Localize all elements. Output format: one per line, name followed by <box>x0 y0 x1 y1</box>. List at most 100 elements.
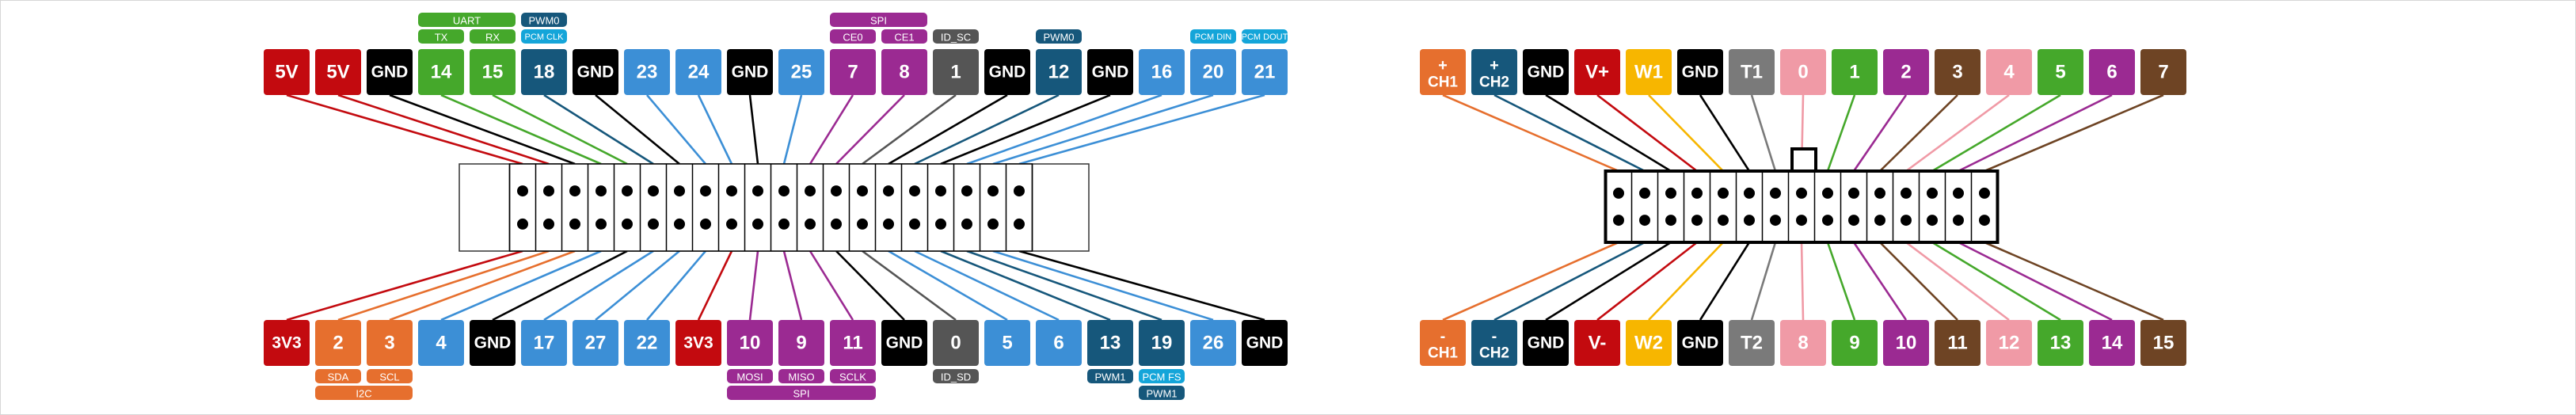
left_header-bottom-pin-box <box>470 320 516 366</box>
right_header-top-pin-label: V+ <box>1585 62 1609 83</box>
left_header-bottom-pin-label: 3V3 <box>683 334 713 352</box>
left_header-bottom-pin-box <box>984 320 1030 366</box>
left_header-top-function-tag <box>1036 29 1082 44</box>
left_header-top-pin-box <box>1087 49 1133 95</box>
right_header-bottom-pin-label: 12 <box>1999 333 2020 354</box>
left_header-bottom-function-tag-label: MOSI <box>736 371 763 383</box>
left_header-pin-hole <box>909 218 920 230</box>
left_header-pin-hole <box>909 185 920 197</box>
right_header-bottom-pin-label: CH1 <box>1428 345 1458 361</box>
left_header-top-wire <box>992 93 1214 166</box>
left_header-top-wire <box>914 93 1060 166</box>
right_header-top-wire <box>1545 93 1672 173</box>
left_header-bottom-function-tag-label: PWM1 <box>1095 371 1126 383</box>
right_header-pin-hole <box>1822 187 1833 199</box>
right_header-pin-hole <box>1691 215 1703 227</box>
left_header-bottom-wire <box>888 249 1008 322</box>
left_header-bottom-wire <box>1018 249 1265 322</box>
right_header-top-pin-label: GND <box>1682 63 1719 82</box>
left_header-pin-hole <box>1014 185 1025 197</box>
right_header-top-wire <box>1931 93 2061 173</box>
left_header-top-function-tag <box>1242 29 1288 44</box>
right_header-top-pin-box <box>2089 49 2135 95</box>
right_header-bottom-pin-box <box>2089 320 2135 366</box>
right_header-bottom-pin-box <box>1471 320 1517 366</box>
right_header-pin-hole <box>1639 187 1650 199</box>
left_header-bottom-pin-label: 3V3 <box>272 334 301 352</box>
right_header-pin-hole <box>1953 215 1964 227</box>
right_header-top-pin-box <box>1986 49 2032 95</box>
right_header-bottom-pin-sign: - <box>1440 328 1446 345</box>
right_header-top-pin-box <box>1832 49 1878 95</box>
left_header-top-wire <box>966 93 1162 166</box>
right_header-pin-hole <box>1874 187 1885 199</box>
left_header-bottom-function-tag <box>367 369 413 383</box>
left_header-top-function-tag <box>470 29 516 44</box>
left_header-bottom-function-tag-label: MISO <box>788 371 814 383</box>
left_header-pin-hole <box>517 185 528 197</box>
left_header-top-function-tag-label: RX <box>485 32 500 44</box>
headers-layer <box>459 147 2000 252</box>
right_header-bottom-pin-box <box>1729 320 1775 366</box>
left_header-pin-hole <box>857 218 868 230</box>
left_header-top-function-tag <box>418 29 464 44</box>
right_header-top-pin-box <box>1677 49 1723 95</box>
right_header-bottom-pin-box <box>1986 320 2032 366</box>
right_header-bottom-wire <box>1648 242 1724 321</box>
left_header-top-pin-label: GND <box>1092 63 1129 82</box>
right_header-pin-hole <box>1665 187 1676 199</box>
left_header-bottom-function-tag <box>727 369 773 383</box>
left_header-top-pin-label: GND <box>989 63 1026 82</box>
left_header-bottom-function-tag-label: ID_SD <box>941 371 971 383</box>
right_header-top-pin-label: 0 <box>1798 62 1808 83</box>
left_header-pin-hole <box>648 218 659 230</box>
left_header-top-function-tag <box>881 29 927 44</box>
right_header-top-wire <box>1596 93 1698 173</box>
left_header-top-pin-label: 1 <box>950 62 961 83</box>
right_header-pin-hole <box>1848 187 1859 199</box>
left_header-pin-hole <box>622 218 633 230</box>
right_header-header-body <box>1604 169 2000 244</box>
right_header-pin-hole <box>1979 187 1990 199</box>
right_header-bottom-wire <box>1826 242 1856 321</box>
left_header-top-function-tag-label: PWM0 <box>529 15 560 27</box>
right_header-top-wire <box>1826 94 1856 172</box>
right_header-bottom-wire <box>1545 241 1672 322</box>
left_header-bottom-wire <box>595 249 680 322</box>
left_header-bottom-pin-label: GND <box>886 334 923 352</box>
left_header-top-wire <box>697 94 733 165</box>
left_header-top-pin-label: 21 <box>1254 62 1276 83</box>
left_header-bottom-pin-label: 4 <box>436 333 447 354</box>
right_header-pin-hole <box>1927 215 1938 227</box>
right_header-bottom-pin-box <box>1574 320 1620 366</box>
left_header-bottom-pin-box <box>367 320 413 366</box>
left_header-pin-hole <box>961 218 972 230</box>
left_header-bottom-function-tag-label: PWM1 <box>1147 388 1178 400</box>
left_header-top-pin-box <box>367 49 413 95</box>
left_header-pin-hole <box>517 218 528 230</box>
left_header-pin-hole <box>674 185 685 197</box>
left_header-pin-hole <box>935 218 946 230</box>
left_header-pin-hole <box>700 218 711 230</box>
right_header-top-pin-label: W1 <box>1634 62 1663 83</box>
left_header-top-function-tag-label: TX <box>435 32 448 44</box>
right_header-pin-hole <box>1639 215 1650 227</box>
left_header-top-pin-box <box>315 49 361 95</box>
left_header-top-function-tag <box>521 13 567 27</box>
left_header-top-wire <box>1018 93 1265 166</box>
right_header-pin-hole <box>1822 215 1833 227</box>
left_header-top-pin-box <box>418 49 464 95</box>
left_header-bottom-pin-box <box>1242 320 1288 366</box>
right_header-top-pin-sign: + <box>1438 57 1448 74</box>
left_header-bottom-pin-label: 9 <box>796 333 806 354</box>
left_header-top-pin-box <box>470 49 516 95</box>
left_header-pin-hole <box>569 185 580 197</box>
left_header-pin-hole <box>778 218 790 230</box>
left_header-bottom-wire <box>782 250 803 321</box>
left_header-top-wire <box>286 93 523 166</box>
left_header-top-wire <box>940 93 1111 166</box>
right_header-bottom-pin-label: 13 <box>2050 333 2072 354</box>
right_header-top-pin-label: CH1 <box>1428 74 1458 90</box>
left_header-top-pin-label: 5V <box>326 62 349 83</box>
